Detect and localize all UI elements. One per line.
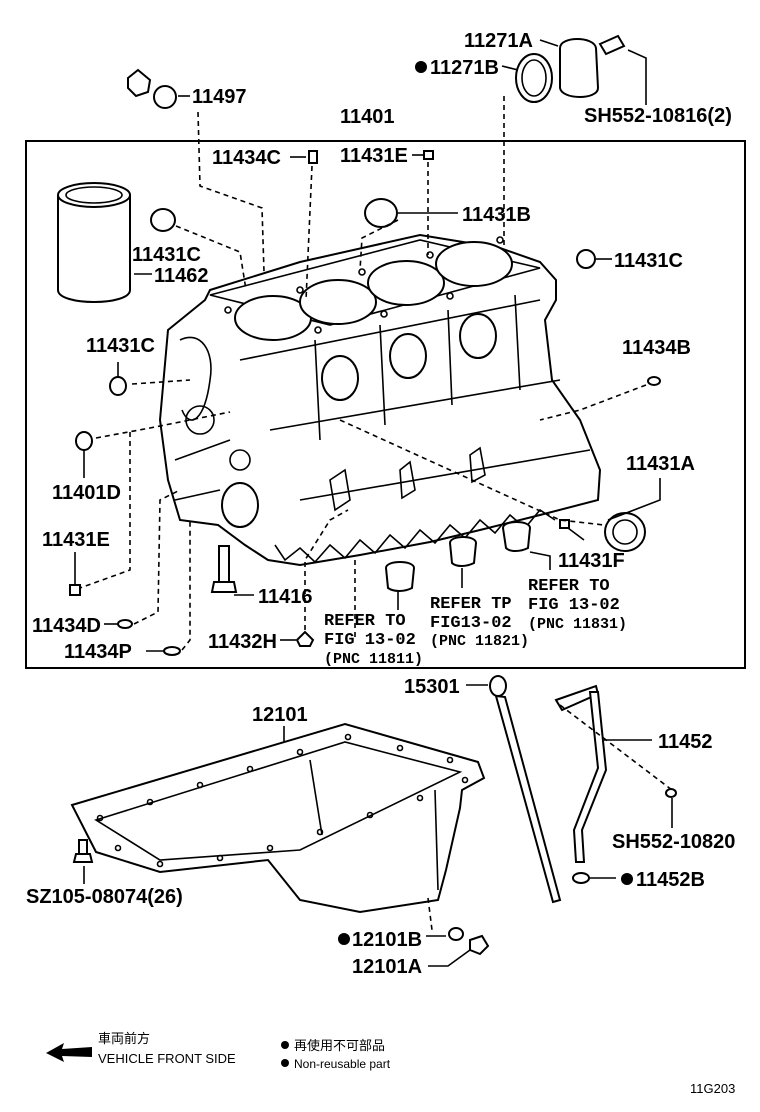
legend-nonreuse-jp: 再使用不可部品 <box>294 1038 385 1053</box>
label-11431C-left: 11431C <box>132 244 201 266</box>
label-11431B: 11431B <box>462 204 531 226</box>
legend-dot-1 <box>281 1041 289 1049</box>
legend-nonreuse-en: Non-reusable part <box>294 1057 391 1071</box>
block-group-frame <box>25 140 746 669</box>
legend: 車両前方 VEHICLE FRONT SIDE 再使用不可部品 Non-reus… <box>46 1031 391 1071</box>
oil-pan <box>70 722 486 914</box>
label-12101: 12101 <box>252 704 308 726</box>
label-sz105-08074: SZ105-08074(26) <box>26 886 183 908</box>
figure-code: 11G203 <box>690 1081 735 1096</box>
label-sh552-10816: SH552-10816(2) <box>584 105 732 127</box>
label-11271B: 11271B <box>430 57 499 79</box>
dipstick-guide <box>554 684 677 884</box>
label-11452: 11452 <box>658 731 713 753</box>
ref1-line1: REFER TO <box>324 612 406 631</box>
leader-lines <box>74 39 673 967</box>
non-reusable-dot-11271B <box>415 61 427 73</box>
label-11434D: 11434D <box>32 615 101 637</box>
non-reusable-dot-11452B <box>621 873 633 885</box>
label-11431C-mid: 11431C <box>86 335 155 357</box>
label-11434B: 11434B <box>622 337 691 359</box>
label-11401D: 11401D <box>52 482 121 504</box>
label-12101A: 12101A <box>352 956 422 978</box>
ref2-line1: REFER TP <box>430 595 512 614</box>
label-11431A: 11431A <box>626 453 695 475</box>
label-12101B: 12101B <box>352 929 422 951</box>
legend-front-jp: 車両前方 <box>98 1031 150 1046</box>
ref2-line2: FIG13-02 <box>430 614 512 633</box>
label-11432H: 11432H <box>208 631 277 653</box>
legend-dot-2 <box>281 1059 289 1067</box>
ref3-line3: (PNC 11831) <box>528 616 627 633</box>
label-11431F: 11431F <box>558 550 625 572</box>
legend-front-en: VEHICLE FRONT SIDE <box>98 1051 236 1066</box>
label-sh552-10820: SH552-10820 <box>612 831 735 853</box>
label-11497: 11497 <box>192 86 247 108</box>
label-15301: 15301 <box>404 676 460 698</box>
label-11431E-low: 11431E <box>42 529 110 551</box>
label-11431C-right: 11431C <box>614 250 683 272</box>
ref3-line1: REFER TO <box>528 577 610 596</box>
ref3-line2: FIG 13-02 <box>528 596 620 615</box>
ref2-line3: (PNC 11821) <box>430 633 529 650</box>
front-arrow-icon <box>46 1043 92 1062</box>
cylinder-liner <box>57 182 131 303</box>
label-11271A: 11271A <box>464 30 533 52</box>
label-11462: 11462 <box>154 265 209 287</box>
non-reusable-dot-12101B <box>338 933 350 945</box>
label-11416: 11416 <box>258 586 313 608</box>
label-11434C: 11434C <box>212 147 281 169</box>
ref1-line2: FIG 13-02 <box>324 631 416 650</box>
ref1-line3: (PNC 11811) <box>324 651 423 668</box>
label-11452B: 11452B <box>636 869 705 891</box>
label-11434P: 11434P <box>64 641 132 663</box>
dipstick <box>489 675 562 904</box>
drain-plug <box>448 927 490 956</box>
cylinder-block <box>158 233 602 567</box>
label-11401: 11401 <box>340 106 395 128</box>
part-11497 <box>127 68 177 109</box>
bolt-sz105 <box>72 839 94 863</box>
label-11431E-top: 11431E <box>340 145 408 167</box>
small-parts <box>69 150 661 656</box>
hidden-lines <box>79 96 673 931</box>
part-11271 <box>515 34 626 103</box>
